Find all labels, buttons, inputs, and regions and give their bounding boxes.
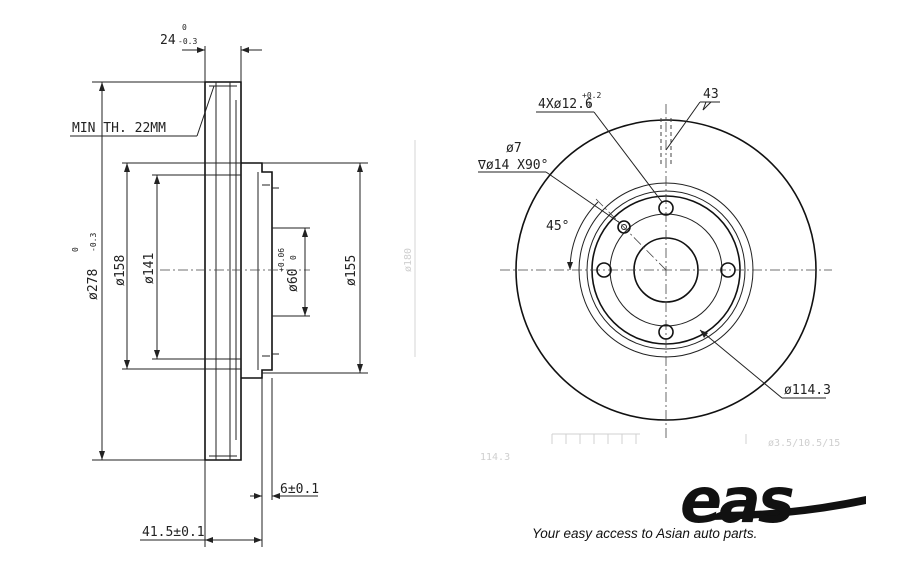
faint-diameter-mark: ø180: [403, 248, 414, 272]
total-height-label: 41.5±0.1: [142, 525, 205, 540]
bolt-hole-top: [658, 200, 674, 216]
hub-thickness-label: 6±0.1: [280, 482, 319, 497]
d155-label: ø155: [344, 255, 359, 286]
dim-43-label: 43: [703, 87, 719, 102]
eas-logo: eas: [680, 464, 866, 537]
outer-tol: 0: [71, 247, 80, 252]
logo-text: eas: [680, 464, 793, 537]
d141-label: ø141: [142, 253, 157, 284]
min-thickness-label: MIN TH. 22MM: [72, 121, 166, 136]
bolt-hole-right: [720, 262, 736, 278]
pin-diameter-label: ø7: [506, 141, 522, 156]
outer-tol-low: -0.3: [89, 233, 98, 252]
d158-label: ø158: [113, 255, 128, 286]
thickness-tol: 0: [182, 23, 187, 32]
pcd-label: ø114.3: [784, 383, 831, 398]
angle-45-label: 45°: [546, 219, 569, 234]
d60-tol: +0.06: [277, 248, 286, 272]
d60-tol-low: 0: [289, 255, 298, 260]
thickness-tol-low: -0.3: [178, 37, 197, 46]
front-view: 45° 43 4Xø12.6 +0.2 0 ø7 ∇ø14 X90° ø114.…: [477, 87, 840, 463]
outer-diameter-label: ø278: [86, 269, 101, 300]
countersink-label: ∇ø14 X90°: [477, 158, 548, 173]
brand-tagline: Your easy access to Asian auto parts.: [532, 526, 758, 541]
bolt-hole-left: [596, 262, 612, 278]
thickness-label: 24: [160, 33, 176, 48]
bolt-tol-low: 0: [586, 101, 591, 110]
side-view: 24 0 -0.3 MIN TH. 22MM ø278 0 -0.3 ø158 …: [70, 23, 416, 547]
pin-hole: [617, 220, 631, 234]
d60-label: ø60: [286, 269, 301, 292]
faint-right-note: ø3.5/10.5/15: [768, 438, 840, 449]
faint-left-note: 114.3: [480, 452, 510, 463]
bolt-hole-bottom: [658, 324, 674, 340]
logo-swoosh: [700, 496, 866, 520]
bolt-holes-label: 4Xø12.6: [538, 97, 593, 112]
bolt-tol: +0.2: [582, 91, 601, 100]
